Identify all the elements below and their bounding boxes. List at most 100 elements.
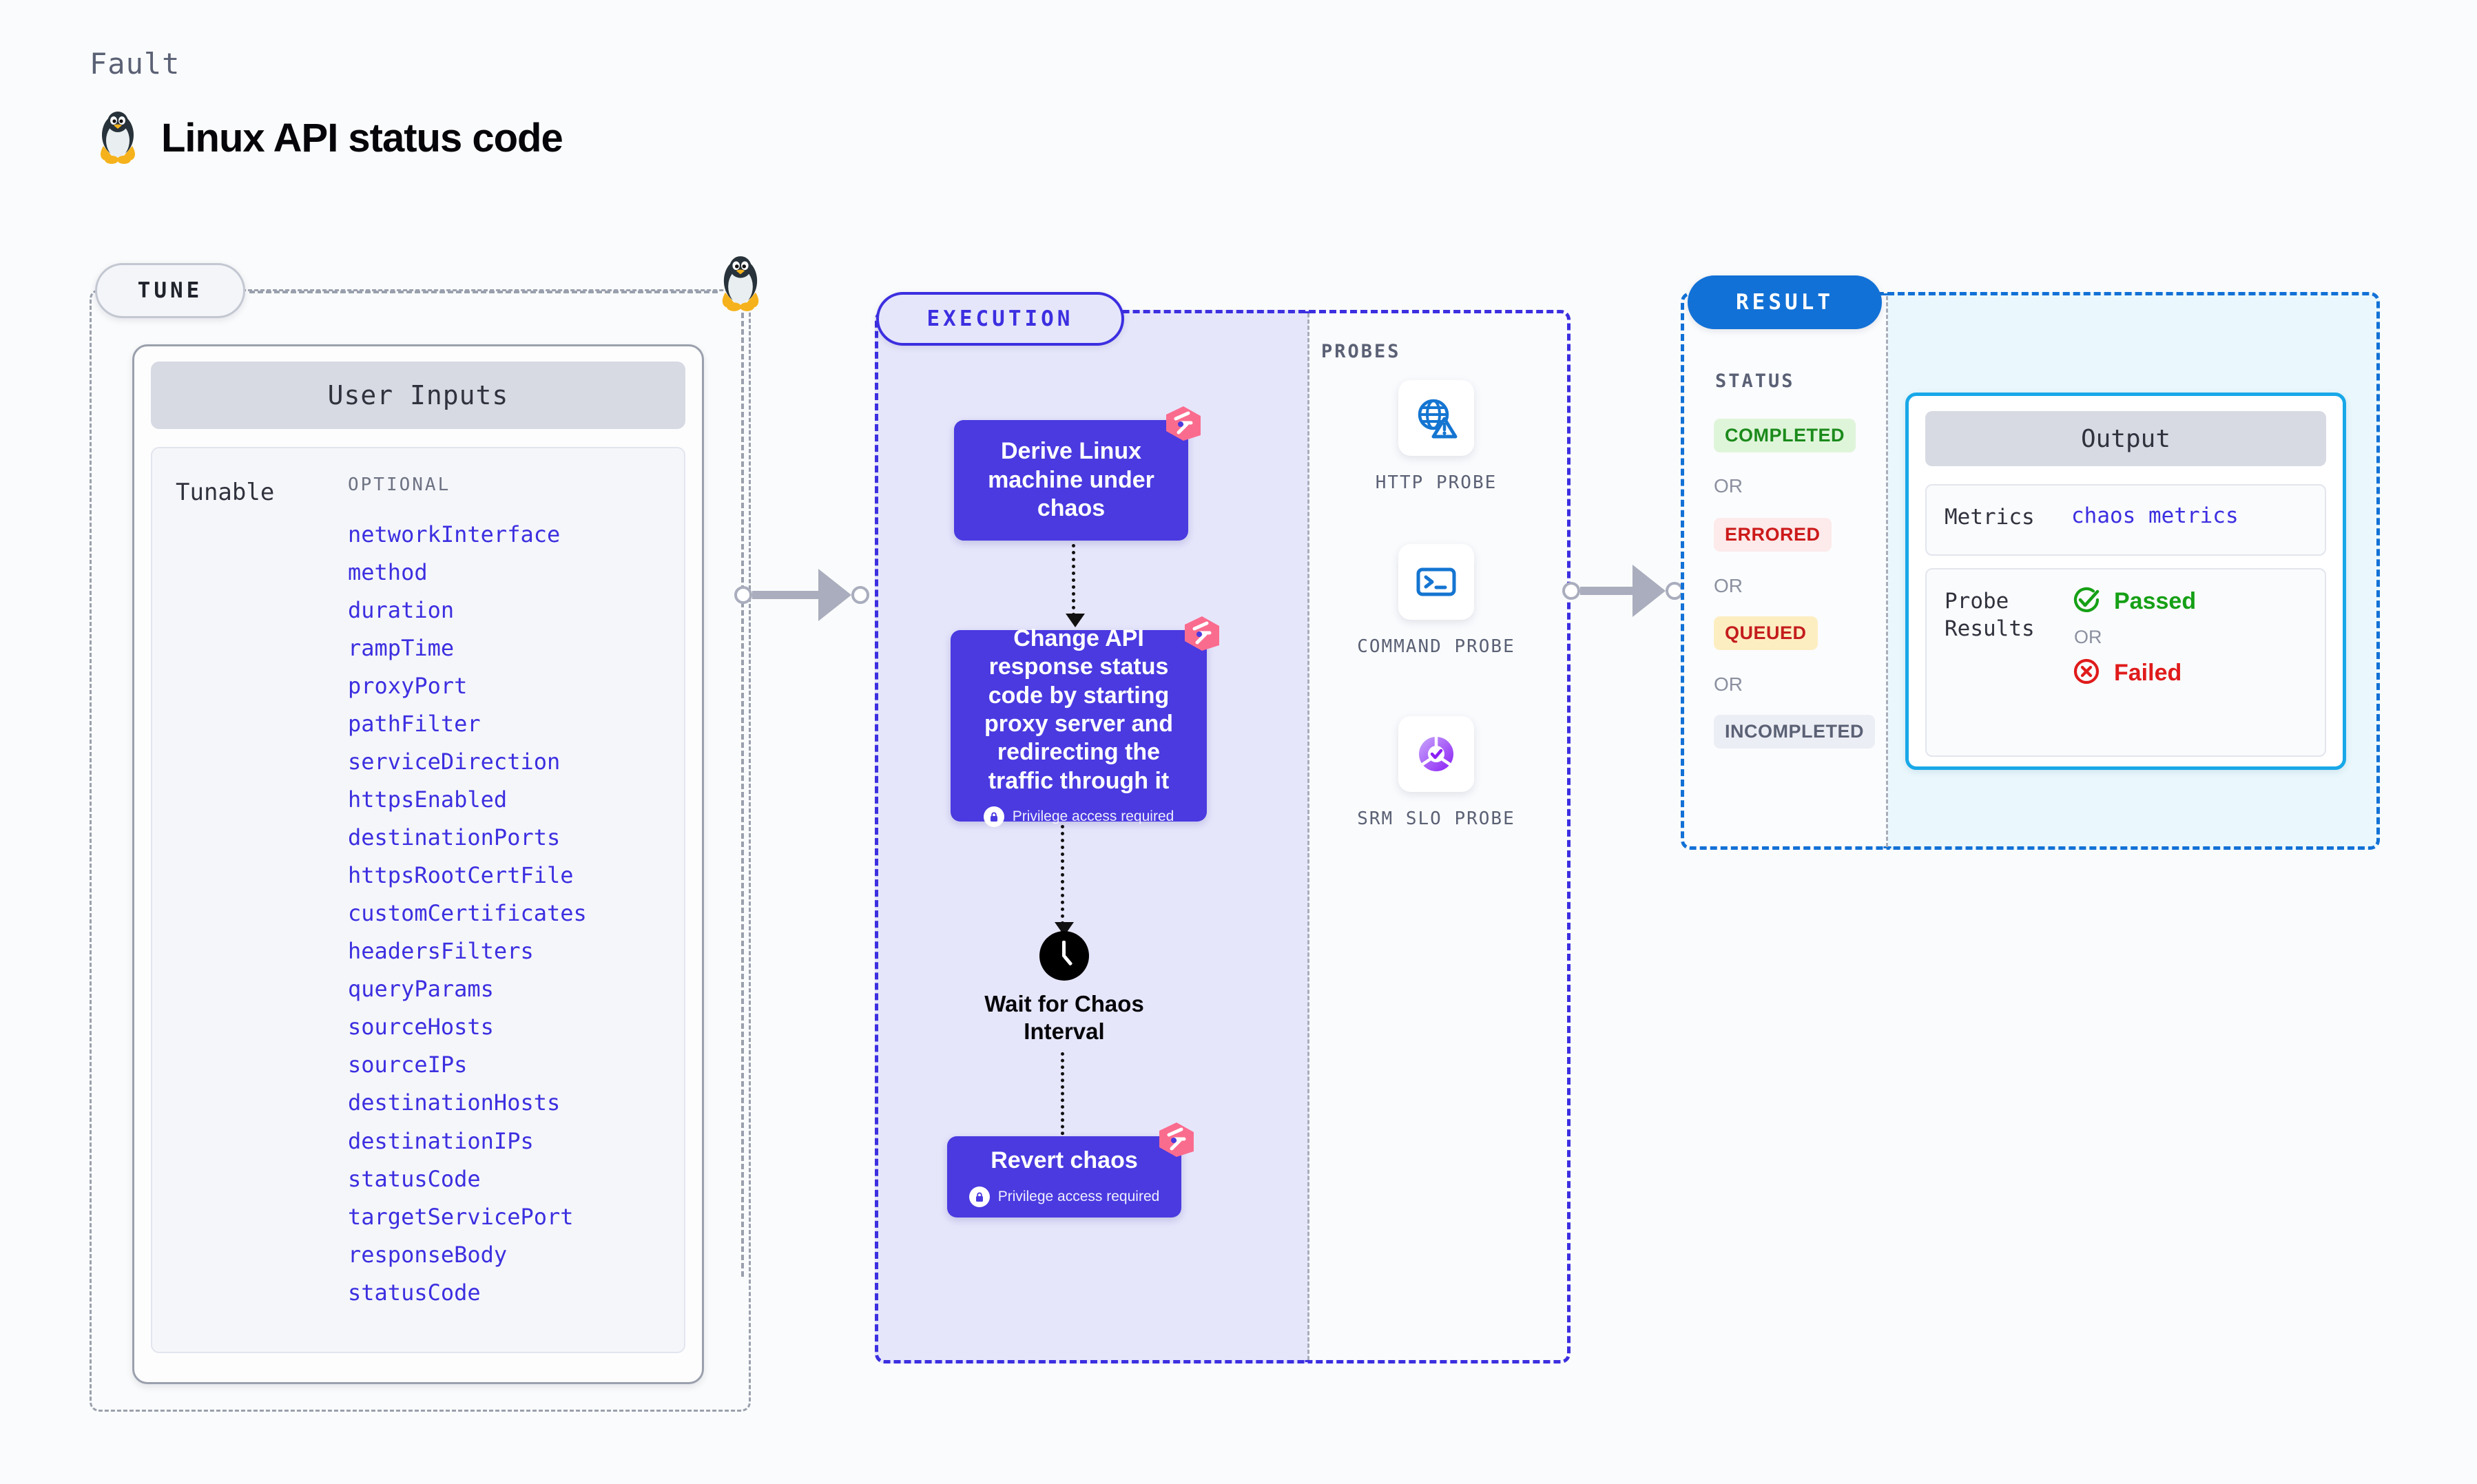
probes-section-label: PROBES [1321,341,1401,362]
check-circle-icon [2071,585,2102,618]
tunable-item[interactable]: method [348,559,428,586]
litmus-logo-icon [1182,614,1222,654]
probes-region [1309,310,1571,1363]
tunable-item[interactable]: serviceDirection [348,749,561,775]
tune-region [90,289,751,1412]
tunable-item[interactable]: responseBody [348,1241,508,1268]
user-inputs-title: User Inputs [151,362,685,429]
x-circle-icon [2071,656,2102,690]
passed-label: Passed [2114,588,2197,614]
probe-name: COMMAND PROBE [1357,636,1515,657]
flow-node-revert-chaos[interactable]: Revert chaos Privilege access required [947,1122,1194,1217]
status-badge-errored: ERRORED [1714,518,1832,552]
litmus-logo-icon [1157,1120,1196,1160]
tunable-item[interactable]: networkInterface [348,521,561,547]
output-card: Output Metrics chaos metrics Probe Resul… [1905,393,2346,770]
probes-divider [1307,313,1309,1360]
status-badge-queued: QUEUED [1714,616,1818,650]
flow-arrow-3 [1055,1052,1074,1153]
wait-for-chaos-interval-node: Wait for Chaos Interval [964,931,1164,1045]
clock-icon [1039,931,1089,981]
tunable-item[interactable]: statusCode [348,1165,481,1192]
connector-start-dot [1562,582,1580,600]
probe-results-values: Passed OR Failed [2071,569,2196,690]
status-label: STATUS [1715,370,1795,392]
flow-node-label: Change API response status code by start… [984,625,1174,794]
tunable-item[interactable]: httpsEnabled [348,786,508,813]
page-kicker: Fault [90,47,180,81]
status-or-2: OR [1714,575,1743,596]
tunable-list: OPTIONAL networkInterface method duratio… [348,474,684,1352]
result-region [1681,292,1887,850]
tunable-item[interactable]: destinationPorts [348,824,561,851]
tune-to-penguin-connector [249,291,718,293]
output-probe-results-row: Probe Results Passed OR [1925,568,2326,757]
flow-arrow-2 [1055,825,1074,936]
execution-pill-label: EXECUTION [926,306,1074,331]
tunable-item[interactable]: sourceIPs [348,1052,468,1078]
probe-result-or: OR [2074,627,2102,647]
page-title: Linux API status code [161,115,563,160]
flow-node-label: Derive Linux machine under chaos [988,438,1154,522]
probe-result-failed: Failed [2071,656,2196,690]
probe-item-srm-slo[interactable]: SRM SLO PROBE [1354,716,1519,831]
globe-warning-icon [1398,380,1474,456]
connector-start-dot [734,586,752,604]
probe-item-http[interactable]: HTTP PROBE [1354,380,1519,495]
connector-arrowhead [1633,565,1666,617]
execution-to-result-arrow [1562,565,1693,617]
metrics-value[interactable]: chaos metrics [2071,503,2239,528]
tunable-item[interactable]: customCertificates [348,900,587,927]
failed-label: Failed [2114,660,2182,686]
user-inputs-body: Tunable OPTIONAL networkInterface method… [151,447,685,1353]
tunable-item[interactable]: httpsRootCertFile [348,862,574,889]
connector-bar [1580,587,1634,595]
privilege-access-label: Privilege access required [1012,808,1174,825]
flow-arrow-1 [1066,544,1085,627]
tunable-item[interactable]: sourceHosts [348,1014,494,1041]
tunable-item[interactable]: destinationIPs [348,1127,534,1154]
output-metrics-row: Metrics chaos metrics [1925,484,2326,556]
flow-node-derive-machine[interactable]: Derive Linux machine under chaos [954,406,1201,541]
status-badge-incompleted: INCOMPLETED [1714,715,1876,749]
penguin-drop-line [741,313,744,1277]
linux-penguin-icon [96,110,139,165]
privilege-access-row: Privilege access required [983,806,1174,828]
output-title: Output [1925,411,2326,466]
tunable-item[interactable]: targetServicePort [348,1203,574,1230]
probe-name: SRM SLO PROBE [1357,808,1515,829]
tune-to-execution-arrow [734,569,886,621]
connector-end-dot [851,586,869,604]
tunable-item[interactable]: destinationHosts [348,1089,561,1116]
tunable-item[interactable]: headersFilters [348,938,534,965]
privilege-access-label: Privilege access required [997,1188,1160,1204]
tune-stage-pill[interactable]: TUNE [95,263,245,318]
connector-bar [752,591,820,599]
result-stage-pill[interactable]: RESULT [1688,275,1882,329]
optional-label: OPTIONAL [348,474,451,495]
wait-label: Wait for Chaos Interval [984,991,1144,1044]
probe-name: HTTP PROBE [1375,472,1497,493]
tunable-item[interactable]: proxyPort [348,673,468,700]
tunable-item[interactable]: rampTime [348,635,455,662]
tunable-item[interactable]: pathFilter [348,711,481,738]
status-badge-completed: COMPLETED [1714,419,1856,452]
litmus-logo-icon [1163,404,1203,443]
tunable-item[interactable]: duration [348,597,455,624]
terminal-icon [1398,544,1474,620]
tunable-label: Tunable [176,479,275,506]
probe-item-command[interactable]: COMMAND PROBE [1354,544,1519,659]
user-inputs-card: User Inputs Tunable OPTIONAL networkInte… [132,344,704,1384]
tune-pill-label: TUNE [137,278,203,303]
probe-result-passed: Passed [2071,585,2196,618]
flow-node-label: Revert chaos [991,1147,1138,1174]
tunable-item[interactable]: statusCode [348,1279,481,1306]
lock-icon [968,1186,990,1207]
probe-results-key: Probe Results [1945,589,2035,642]
page-title-row: Linux API status code [96,110,563,165]
tunable-item[interactable]: queryParams [348,976,494,1003]
result-divider [1886,296,1888,847]
execution-stage-pill[interactable]: EXECUTION [876,292,1124,346]
flow-node-change-api-status[interactable]: Change API response status code by start… [951,616,1219,828]
